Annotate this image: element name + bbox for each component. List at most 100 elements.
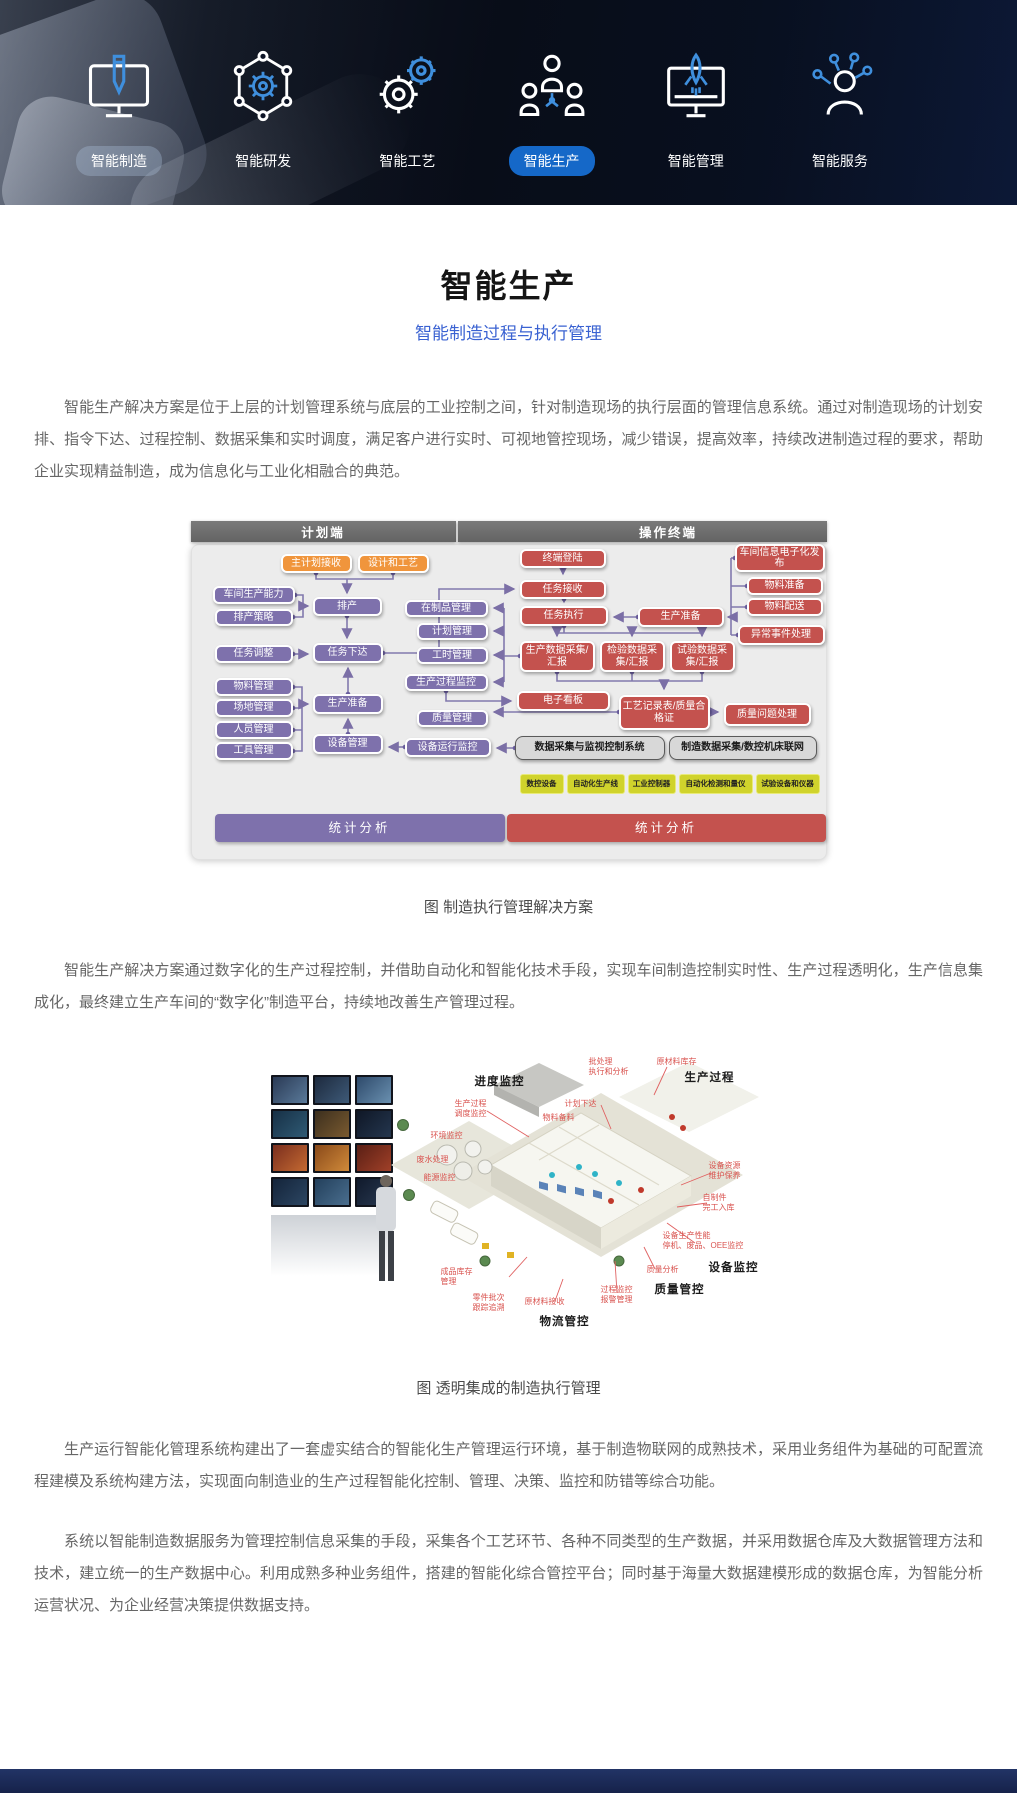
person-network-icon: [812, 52, 873, 115]
factory-label: 质量分析: [646, 1265, 679, 1274]
diagram-node: 生产数据采集/汇报: [519, 641, 595, 672]
factory-label: 原材料接收: [524, 1297, 565, 1306]
factory-label: 设备资源 维护保养: [708, 1161, 741, 1181]
diagram-node: 统计分析: [506, 814, 826, 842]
diagram-node: 质量管理: [416, 710, 488, 727]
diagram-connectors: [290, 555, 749, 754]
nav-item-zhineng-shengchan[interactable]: 智能生产: [493, 0, 611, 205]
diagram-node: 任务调整: [214, 645, 293, 663]
double-gear-icon: [380, 56, 436, 114]
monitor-screen-tile: [354, 1075, 393, 1105]
monitor-screen-tile: [354, 1109, 393, 1139]
factory-label: 设备监控: [708, 1262, 759, 1274]
nav-item-zhineng-fuwu[interactable]: 智能服务: [781, 0, 899, 205]
figure2-caption: 图 透明集成的制造执行管理: [416, 1380, 601, 1397]
diagram-node: 任务下达: [312, 643, 383, 663]
diagram-node: 制造数据采集/数控机床联网: [668, 736, 817, 760]
diagram-node: 场地管理: [214, 699, 293, 717]
diagram-node: 工具管理: [214, 742, 293, 760]
team-icon: [519, 54, 584, 117]
diagram-node: 生产过程监控: [404, 674, 488, 691]
diagram-node: 自动化生产线: [566, 774, 625, 794]
isometric-factory-illustration: [390, 1062, 759, 1302]
diagram-node: 统计分析: [214, 814, 505, 842]
factory-label: 生产过程 调度监控: [454, 1099, 487, 1119]
nav-item-zhineng-guanli[interactable]: 智能管理: [637, 0, 755, 205]
diagram-node: 自动化检测和量仪: [678, 774, 753, 794]
diagram-node: 车间生产能力: [212, 586, 295, 604]
nav-item-zhineng-zhizao[interactable]: 智能制造: [60, 0, 178, 205]
monitor-screen-tile: [270, 1075, 309, 1105]
diagram-node: 物料准备: [746, 577, 823, 595]
monitor-screen-tile: [354, 1143, 393, 1173]
diagram-node: 车间信息电子化发布: [734, 544, 825, 572]
nav-label: 智能制造: [76, 146, 162, 176]
diagram-node: 异常事件处理: [737, 625, 825, 645]
diagram-node: 排产策略: [214, 609, 293, 626]
diagram-node: 生产准备: [312, 694, 383, 714]
nav-label: 智能生产: [508, 146, 595, 176]
figure1-caption: 图 制造执行管理解决方案: [423, 899, 594, 916]
diagram-node: 排产: [312, 597, 382, 616]
diagram-node: 质量问题处理: [723, 703, 811, 726]
page-subtitle: 智能制造过程与执行管理: [415, 324, 602, 343]
monitor-wall-reflection: [270, 1215, 393, 1287]
paragraph-2: 智能生产解决方案通过数字化的生产过程控制，并借助自动化和智能化技术手段，实现车间…: [34, 962, 983, 1011]
factory-label: 成品库存 管理: [440, 1267, 473, 1287]
main-nav: 智能制造 智能研发: [0, 0, 1017, 205]
diagram-node: 试验数据采集/汇报: [669, 641, 735, 672]
factory-label: 物流管控: [539, 1316, 590, 1328]
factory-label: 能源监控: [423, 1173, 456, 1182]
hex-network-gear-icon: [233, 50, 293, 122]
diagram-node: 任务接收: [519, 580, 606, 599]
diagram-node: 任务执行: [519, 606, 608, 626]
observer-person-silhouette: [371, 1175, 401, 1283]
diagram-node: 试验设备和仪器: [755, 774, 820, 794]
factory-label: 废水处理: [416, 1155, 449, 1164]
monitor-screen-tile: [312, 1177, 351, 1207]
diagram-node: 电子看板: [516, 691, 610, 711]
factory-label: 进度监控: [474, 1076, 525, 1088]
diagram-node: 生产准备: [637, 607, 724, 627]
diagram-node: 主计划接收: [280, 554, 352, 573]
nav-item-zhineng-gongyi[interactable]: 智能工艺: [348, 0, 466, 205]
factory-label: 自制件 完工入库: [702, 1193, 735, 1213]
diagram-node: 计划管理: [416, 623, 488, 640]
nav-label: 智能工艺: [379, 153, 436, 169]
diagram-node: 数控设备: [519, 774, 564, 794]
diagram-node: 物料管理: [214, 678, 293, 696]
nav-label: 智能管理: [667, 153, 724, 169]
monitor-pencil-icon: [88, 54, 150, 118]
footer-bar: [0, 1769, 1017, 1793]
factory-label: 计划下达: [564, 1099, 597, 1108]
factory-label: 物料备料: [542, 1113, 575, 1122]
intro-paragraph: 智能生产解决方案是位于上层的计划管理系统与底层的工业控制之间，针对制造现场的执行…: [34, 399, 983, 480]
factory-label: 环境监控: [430, 1131, 463, 1140]
diagram-node: 物料配送: [746, 598, 823, 616]
nav-item-zhineng-yanfa[interactable]: 智能研发: [204, 0, 322, 205]
factory-label: 原材料库存: [656, 1057, 697, 1066]
factory-label: 零件批次 跟踪追溯: [472, 1293, 505, 1313]
diagram-node: 工艺记录表/质量合格证: [618, 695, 710, 730]
diagram-node: 在制品管理: [404, 600, 488, 617]
diagram-node: 设备管理: [312, 734, 383, 754]
diagram-node: 工业控制器: [627, 774, 676, 794]
diagram-node: 检验数据采集/汇报: [599, 641, 665, 672]
transparent-mes-figure: 进度监控生产过程设备监控质量管控物流管控原材料库存批处理 执行和分析计划下达物料…: [259, 1055, 759, 1337]
monitor-screen-tile: [270, 1109, 309, 1139]
monitor-screen-tile: [312, 1143, 351, 1173]
paragraph-3: 生产运行智能化管理系统构建出了一套虚实结合的智能化生产管理运行环境，基于制造物联…: [34, 1441, 983, 1490]
factory-label: 设备生产性能 停机、废品、OEE监控: [662, 1231, 744, 1251]
diagram-header-plan: 计划端: [190, 521, 456, 542]
monitor-screen-tile: [312, 1075, 351, 1105]
factory-label: 批处理 执行和分析: [588, 1057, 629, 1077]
diagram-node: 设备运行监控: [404, 738, 491, 757]
monitor-screen-tile: [270, 1143, 309, 1173]
diagram-node: 终端登陆: [519, 549, 606, 568]
hero-banner: 智能制造 智能研发: [0, 0, 1017, 205]
factory-label: 质量管控: [654, 1284, 705, 1296]
monitor-screen-tile: [312, 1109, 351, 1139]
page-title: 智能生产: [440, 268, 577, 304]
diagram-node: 数据采集与监视控制系统: [514, 736, 665, 760]
